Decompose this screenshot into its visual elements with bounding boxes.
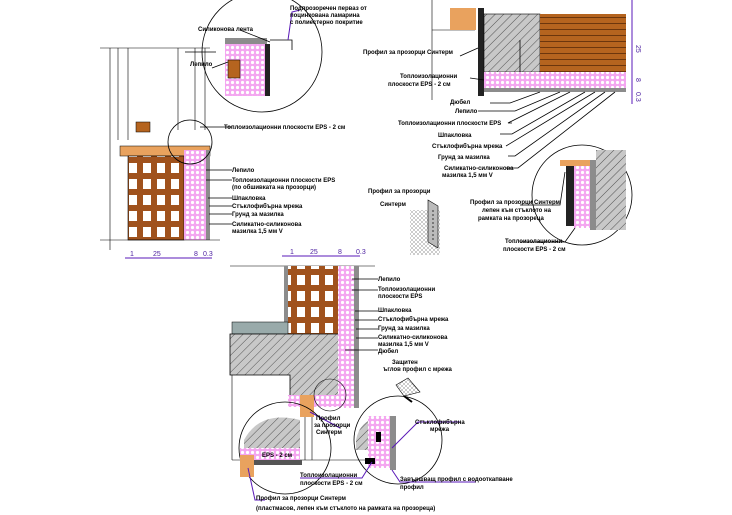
label-eps-2cm: плоскости EPS - 2 см	[300, 481, 363, 487]
label-layer: Стъклофибърна мрежа	[432, 143, 503, 150]
label-layer: (по обшивката на прозорци)	[232, 184, 316, 191]
label-bottom-caption: (пластмасов, лепен към стъклото на рамка…	[256, 506, 435, 512]
dimension-label: 8	[634, 78, 641, 82]
dimension-label: 1	[130, 251, 134, 258]
label-layer: мазилка 1,5 мм V	[378, 342, 429, 348]
label-sill-flashing: с полиестерно покритие	[290, 20, 363, 26]
label-adhesive: Лепило	[190, 62, 213, 68]
label-glued-profile: лепен към стъклото на	[482, 208, 552, 214]
label-corner-profile: Защитен	[392, 360, 418, 366]
label-layer: Силикатно-силиконова	[232, 222, 302, 228]
label-layer: Стъклофибърна мрежа	[232, 203, 303, 210]
label-eps-2cm: Топлоизолационни	[400, 74, 457, 80]
detail-top-left: Подпрозоречен перваз от поцинкована лама…	[100, 0, 367, 259]
eps-insulation	[338, 266, 354, 408]
label-mesh: Стъклофибърна	[415, 419, 465, 426]
label-layer: Дюбел	[378, 348, 398, 355]
detail-bottom: 1 25 8 0.3 Лепило Топлоизолационни плоск…	[229, 249, 513, 512]
dimension-label: 8	[338, 249, 342, 256]
label-layer: Лепило	[378, 277, 401, 283]
label-layer: Грунд за мазилка	[232, 212, 284, 218]
concrete-lintel	[483, 13, 541, 73]
label-drip-profile: профил	[400, 484, 424, 491]
corner-profile-icon	[395, 377, 421, 403]
window-profile-icon	[410, 199, 440, 255]
label-layer: Топлоизолационни плоскости EPS	[232, 178, 335, 184]
label-eps-2cm: Топлоизолационни	[505, 239, 562, 245]
label-profile-caption: Синтерм	[380, 202, 407, 208]
label-glued-profile: рамката на прозореца	[478, 216, 544, 222]
label-layer: плоскости EPS	[378, 294, 422, 300]
label-layer: Стъклофибърна мрежа	[378, 316, 449, 323]
dimension-label: 25	[153, 251, 161, 258]
label-layer: Лепило	[455, 109, 478, 115]
label-sealant: Силиконова лента	[198, 27, 254, 33]
window-sill	[450, 8, 476, 30]
label-eps-2cm: Топлоизолационни плоскости EPS - 2 см	[224, 125, 346, 131]
label-glued-profile: Профил за прозорци Синтерм	[470, 199, 561, 206]
label-eps-2cm: Топлоизолационни	[300, 473, 357, 479]
label-layer: Топлоизолационни плоскости EPS	[398, 121, 501, 127]
label-eps: EPS - 2 см	[262, 453, 293, 459]
label-profile-caption: Профил за прозорци	[368, 188, 431, 195]
brick-wall	[540, 14, 626, 74]
render-layer	[206, 150, 210, 240]
label-mesh: мрежа	[430, 427, 450, 433]
label-eps-2cm: плоскости EPS - 2 см	[388, 82, 451, 88]
render-layer	[354, 266, 359, 408]
render-layer	[484, 88, 626, 92]
label-layer: Силикатно-силиконова	[444, 166, 514, 172]
label-layer: Лепило	[232, 168, 255, 174]
concrete-slab	[229, 333, 341, 406]
magnifier-circle	[353, 395, 443, 485]
magnifier-circle	[167, 119, 213, 165]
eps-insulation	[484, 72, 626, 88]
magnifier-circle	[531, 144, 633, 246]
detail-top-right: 25 8 0.3 Профил за прозорци Синтерм Топл…	[363, 0, 641, 255]
brick-wall	[127, 155, 185, 241]
label-layer: Силикатно-силиконова	[378, 335, 448, 341]
window-frame	[135, 121, 151, 133]
label-layer: мазилка 1,5 мм V	[442, 173, 493, 179]
dimension-label: 25	[634, 45, 641, 53]
label-layer: Шпакловка	[232, 196, 266, 202]
floor-screed	[231, 321, 289, 335]
dimension-label: 0.3	[356, 249, 366, 256]
label-window-profile: Синтерм	[316, 430, 343, 436]
dimension-label: 25	[310, 249, 318, 256]
label-window-profile: Профил	[316, 415, 341, 422]
label-layer: Топлоизолационни	[378, 287, 435, 293]
label-layer: Шпакловка	[438, 133, 472, 139]
label-layer: Грунд за мазилка	[438, 155, 490, 161]
dimension-label: 0.3	[203, 251, 213, 258]
window-frame	[300, 395, 314, 417]
label-window-profile: за прозорци	[314, 423, 351, 429]
dimension-label: 0.3	[634, 92, 641, 102]
label-layer: мазилка 1,5 мм V	[232, 229, 283, 235]
label-sill-flashing: Подпрозоречен перваз от	[290, 6, 367, 12]
dimension-label: 1	[290, 249, 294, 256]
label-layer: Грунд за мазилка	[378, 326, 430, 332]
label-layer: Дюбел	[450, 99, 470, 106]
label-bottom-caption: Профил за прозорци Синтерм	[256, 495, 347, 502]
magnifier-circle	[238, 401, 332, 495]
label-drip-profile: Завършващ профил с водооткапване	[400, 476, 513, 483]
label-window-profile: Профил за прозорци Синтерм	[363, 49, 454, 56]
label-sill-flashing: поцинкована ламарина	[290, 13, 360, 19]
eps-insulation	[184, 150, 206, 240]
label-layer: Шпакловка	[378, 308, 412, 314]
brick-wall	[288, 266, 338, 334]
label-eps-2cm: плоскости EPS - 2 см	[503, 247, 566, 253]
dimension-label: 8	[194, 251, 198, 258]
label-corner-profile: ъглов профил с мрежа	[383, 366, 453, 373]
